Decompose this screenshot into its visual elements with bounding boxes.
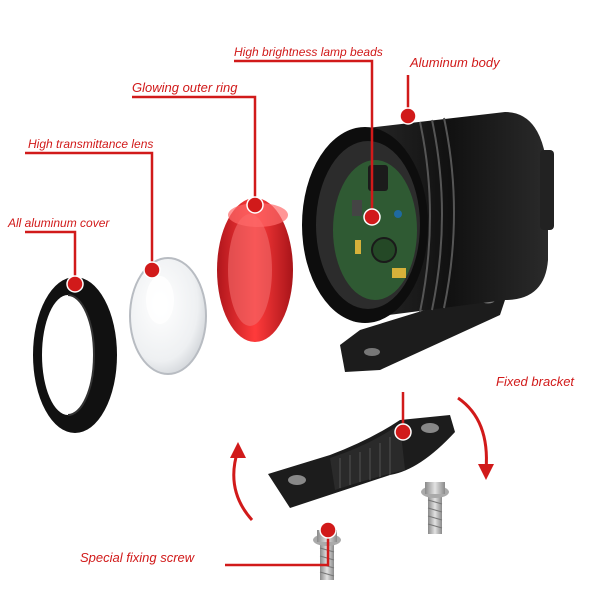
aluminum-cover [33, 277, 117, 433]
assembly-arrow-left [230, 442, 254, 522]
label-fixed-bracket: Fixed bracket [496, 374, 575, 389]
label-outer-ring: Glowing outer ring [132, 80, 238, 95]
label-cover: All aluminum cover [8, 216, 110, 230]
fixing-screw-right [421, 482, 449, 534]
assembly-arrow-right [457, 396, 494, 480]
label-fixing-screw: Special fixing screw [80, 550, 195, 565]
leader-ring [132, 95, 257, 203]
label-lens: High transmittance lens [28, 137, 154, 151]
dot-bracket [394, 423, 412, 441]
callout-lines [25, 59, 410, 567]
dot-screw [319, 521, 337, 539]
dot-beads [363, 208, 381, 226]
leader-screw [225, 530, 330, 567]
leader-beads [234, 59, 374, 215]
transmittance-lens [129, 257, 207, 375]
dot-lens [143, 261, 161, 279]
dot-body [399, 107, 417, 125]
dot-cover [66, 275, 84, 293]
leader-cover [25, 230, 77, 282]
glowing-outer-ring [217, 198, 293, 342]
label-lamp-beads: High brightness lamp beads [234, 45, 383, 59]
leader-lens [25, 151, 154, 268]
aluminum-body [302, 112, 554, 372]
dot-ring [246, 196, 264, 214]
callout-dots [66, 107, 417, 539]
label-aluminum-body: Aluminum body [410, 55, 500, 70]
